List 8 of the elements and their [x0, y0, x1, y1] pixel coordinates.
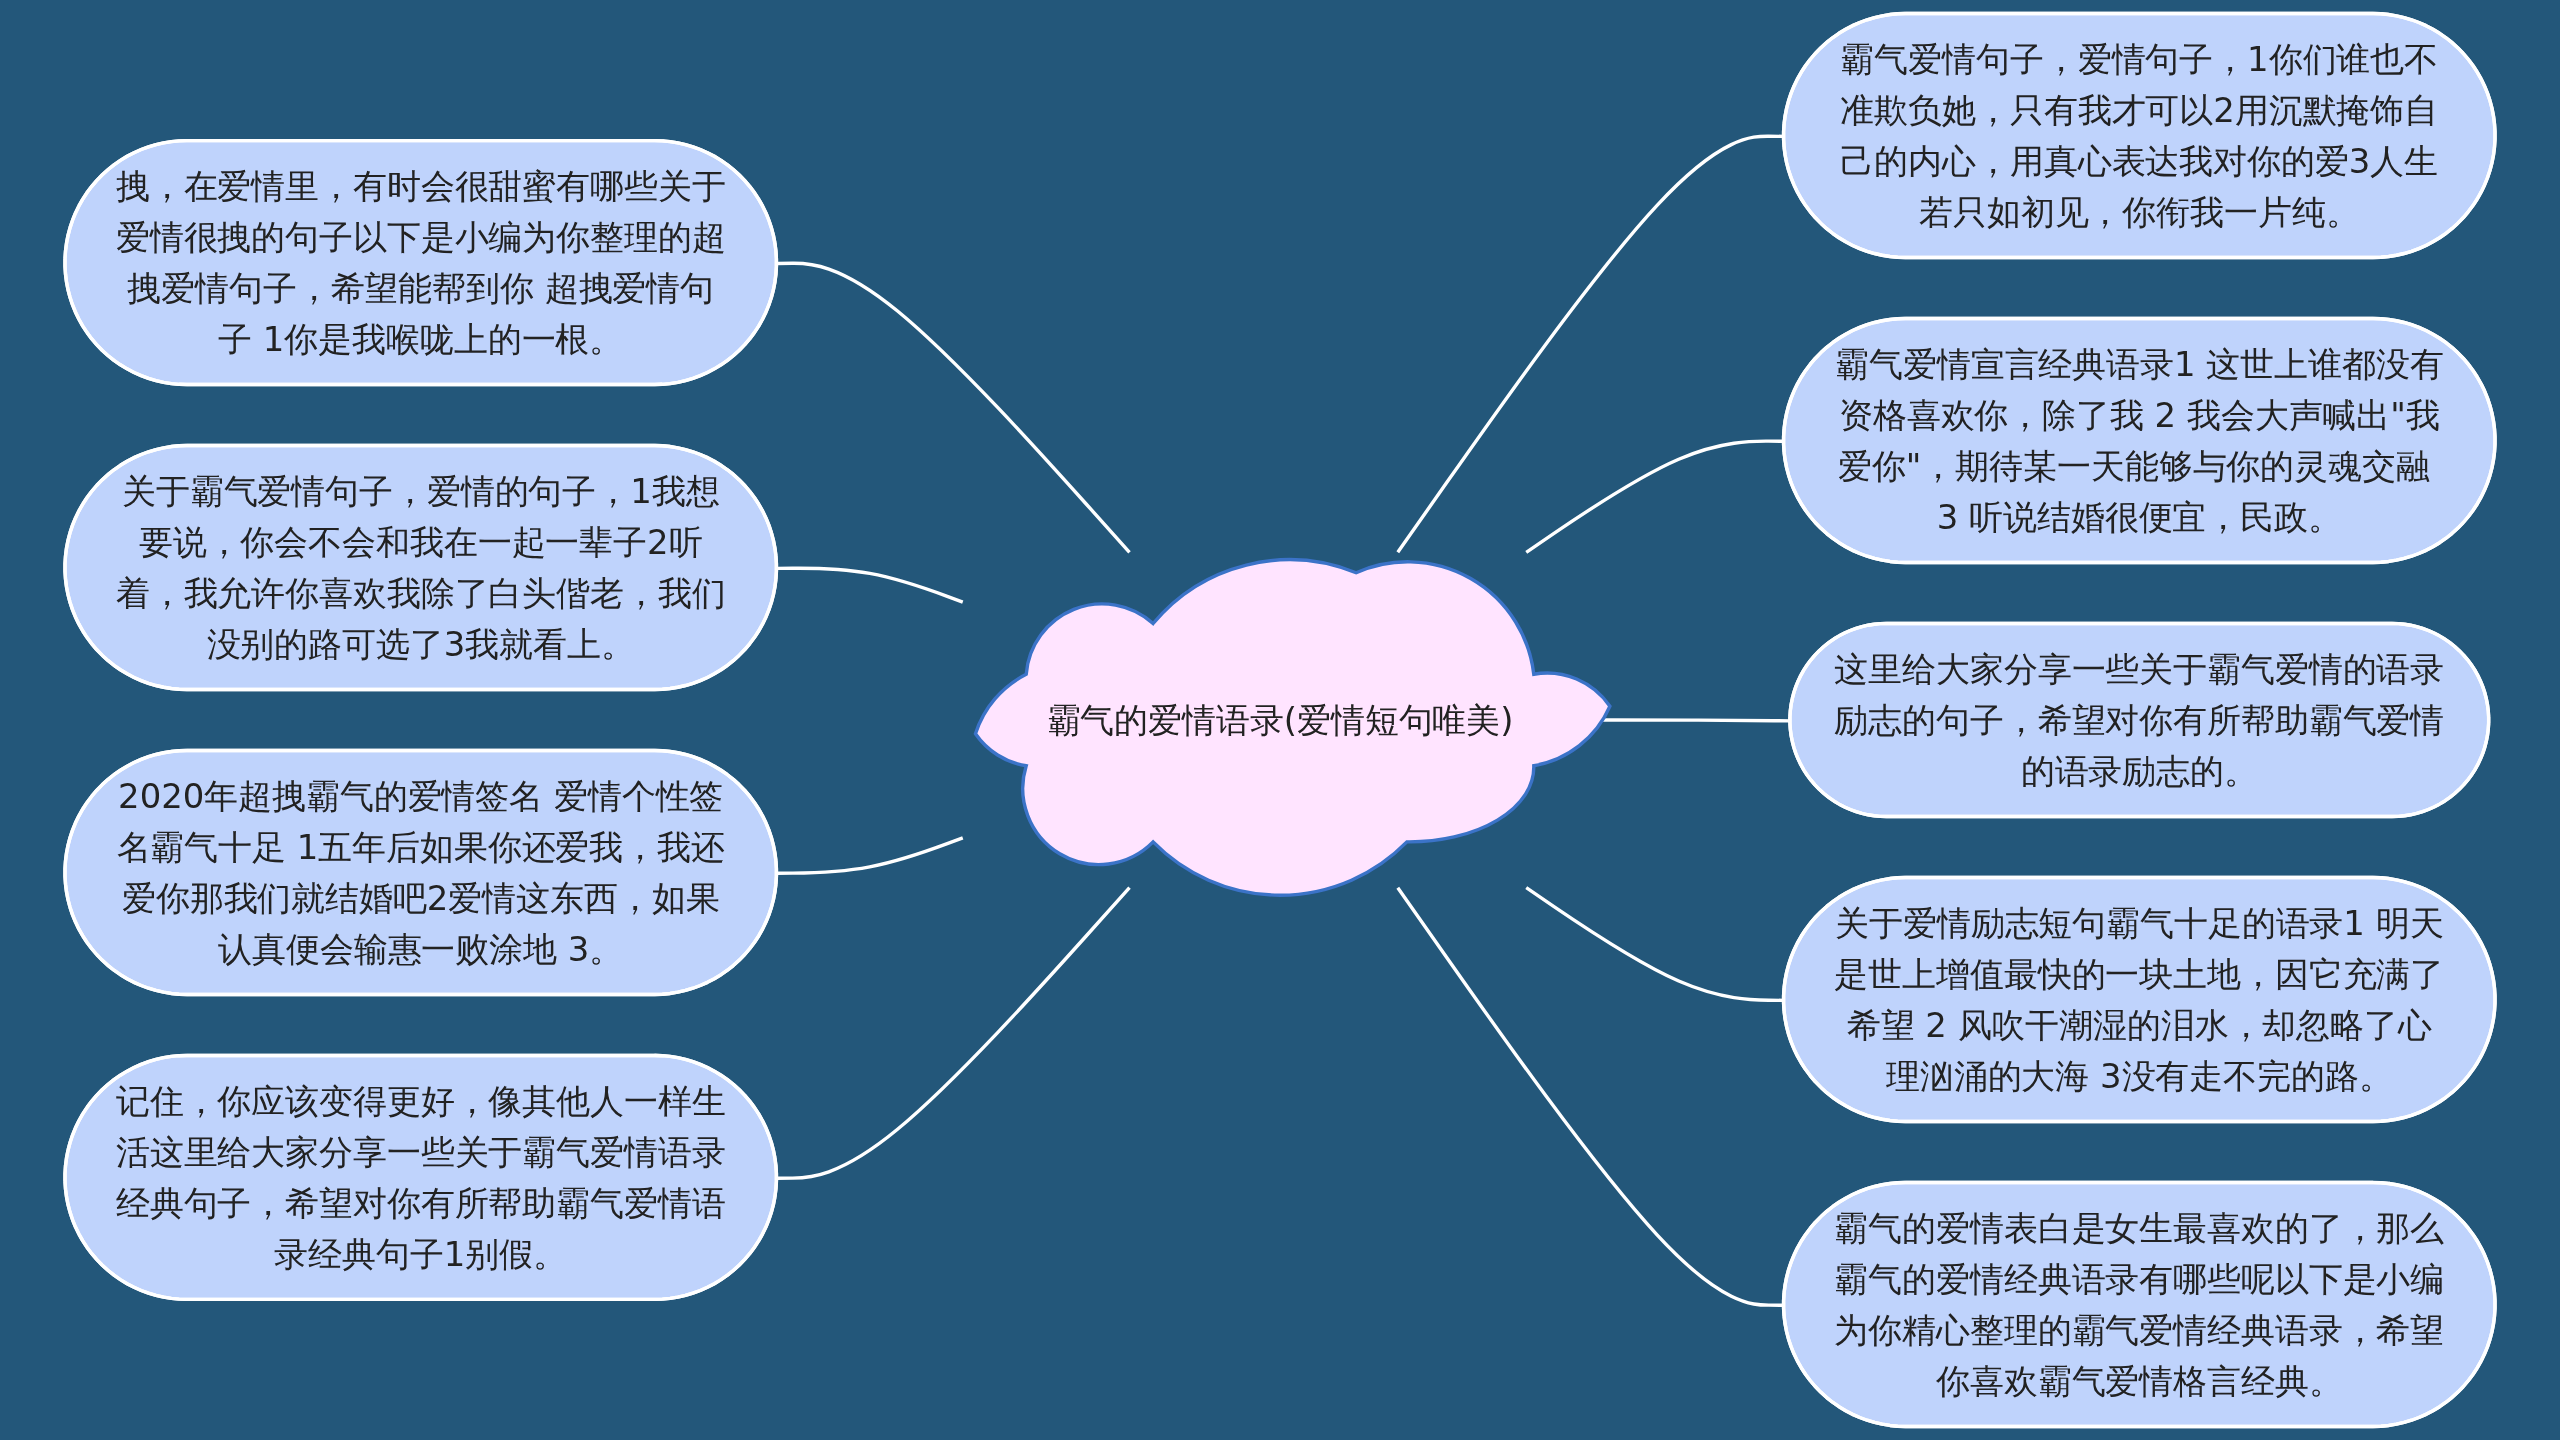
connector	[1525, 886, 1785, 1003]
connector	[1396, 886, 1785, 1307]
connector	[777, 886, 1131, 1180]
connector	[777, 566, 964, 604]
connector	[1396, 134, 1785, 554]
connector	[777, 836, 964, 875]
connector	[1525, 439, 1785, 554]
connector	[777, 261, 1131, 554]
